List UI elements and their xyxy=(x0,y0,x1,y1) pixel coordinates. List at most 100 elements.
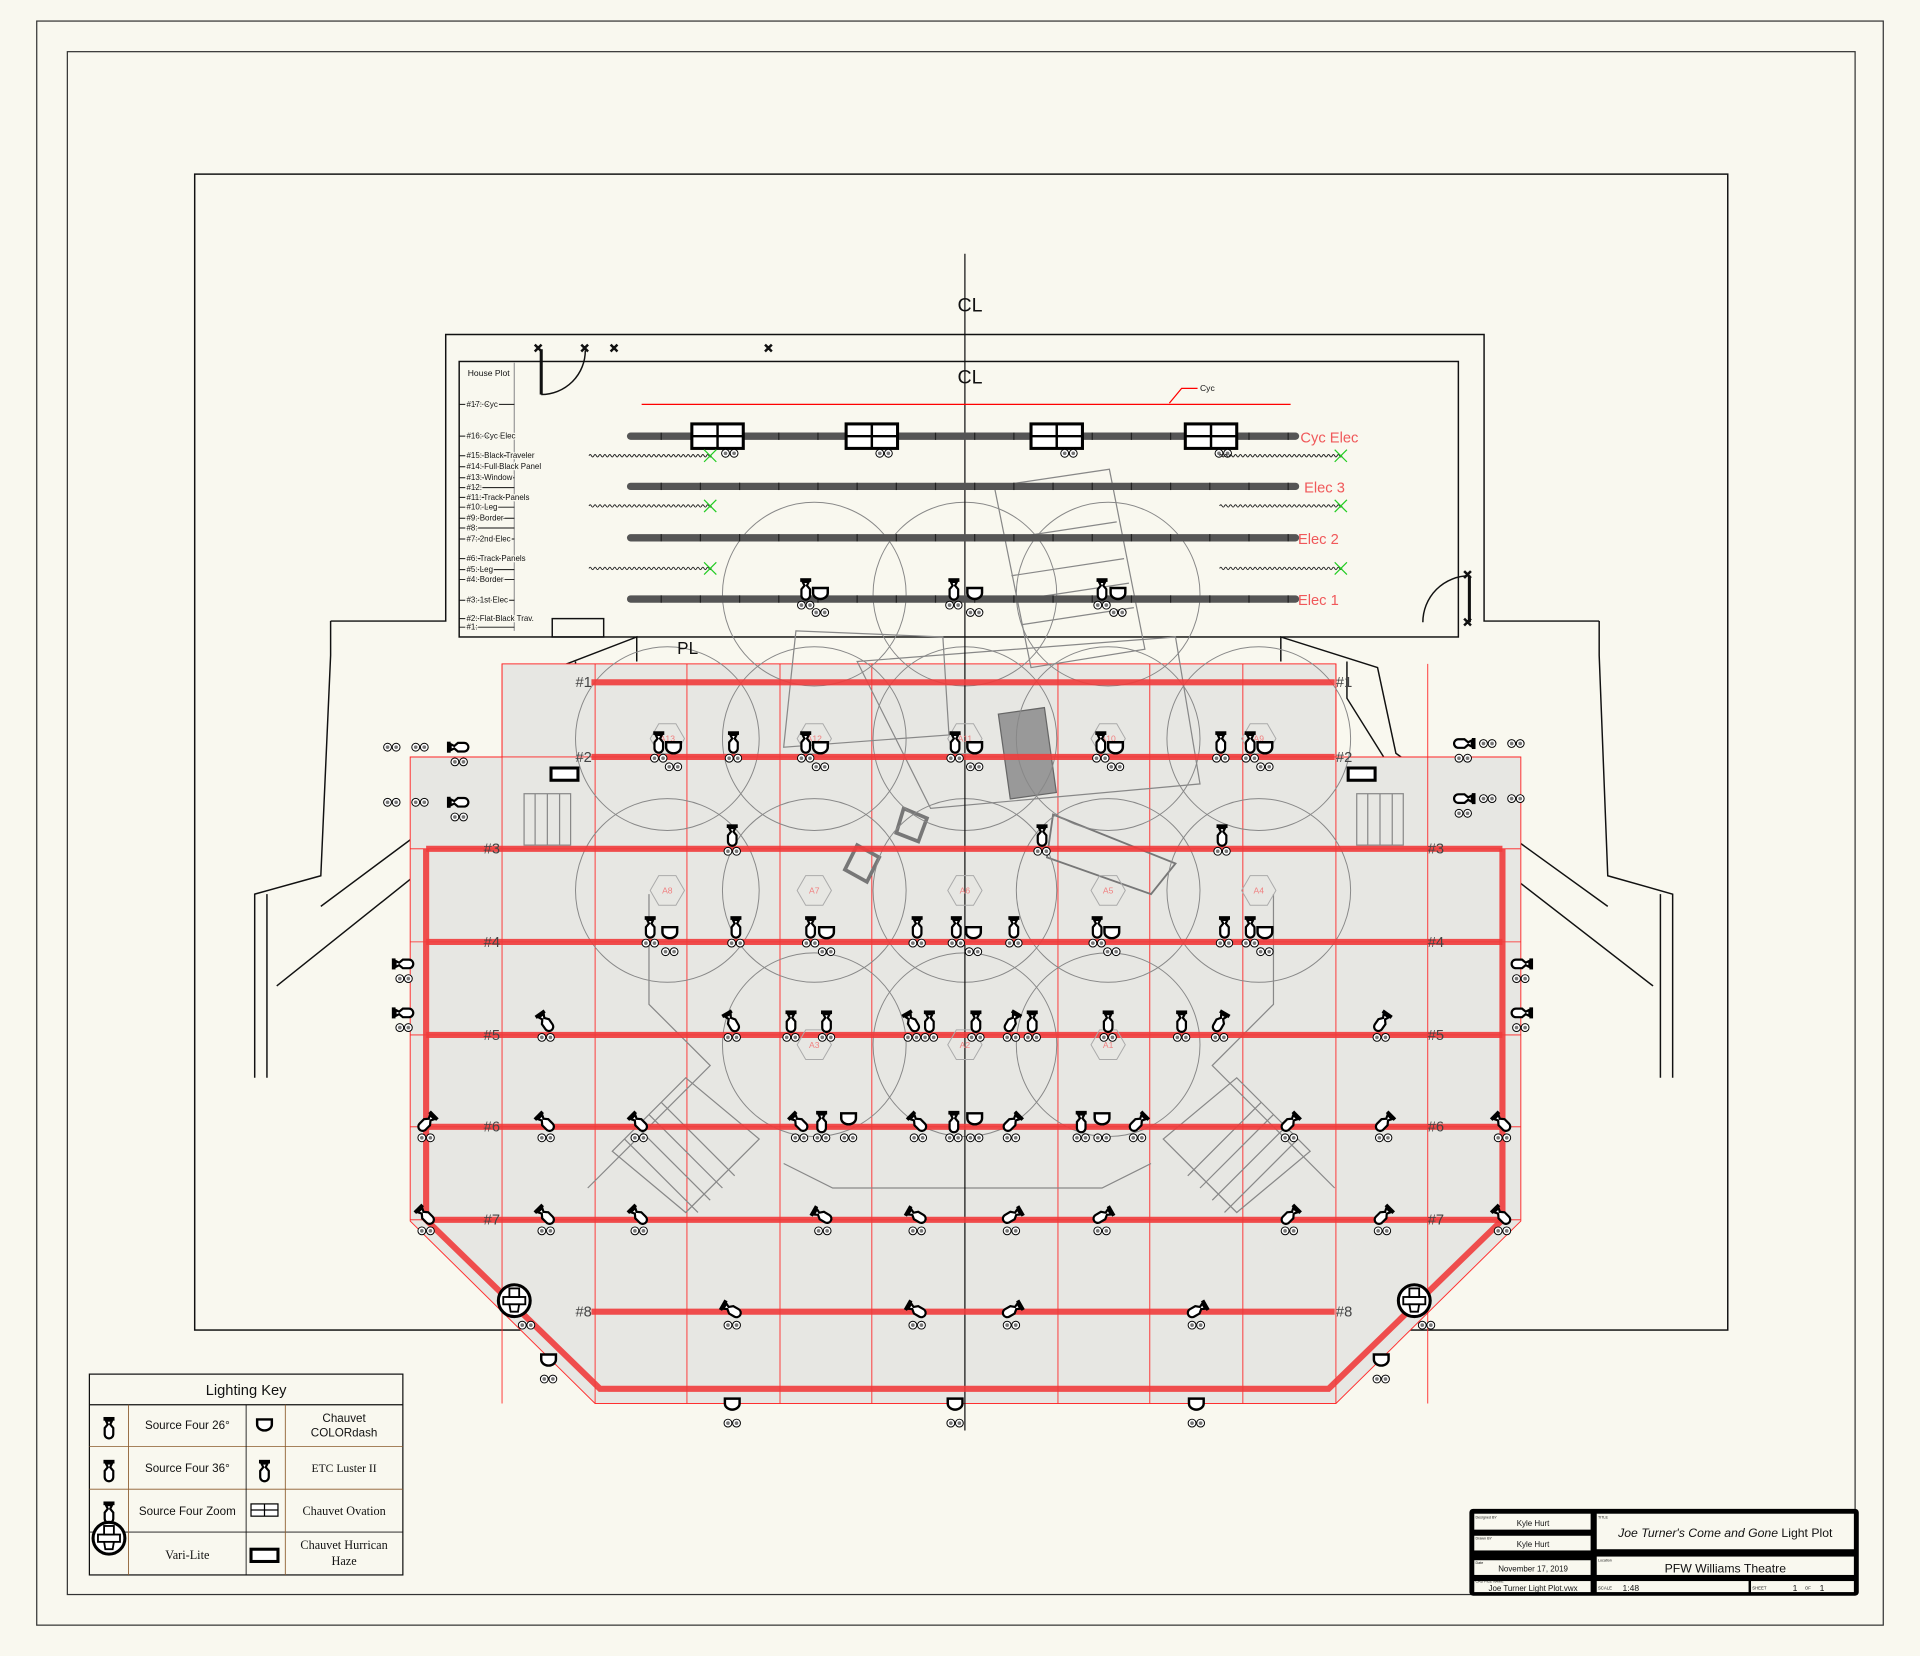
source-four-icon xyxy=(1452,792,1477,806)
source-four-zoom-icon xyxy=(102,1500,116,1524)
plaster-line-label: PL xyxy=(677,638,698,658)
area-label: A9 xyxy=(1254,734,1265,744)
colordash-fixture[interactable] xyxy=(723,1397,742,1428)
colordash-icon xyxy=(1106,741,1125,755)
colordash-icon xyxy=(966,1112,984,1126)
colordash-fixture[interactable] xyxy=(1372,1353,1391,1384)
plot-title-rest: Light Plot xyxy=(1778,1526,1833,1540)
lineset-label: #9: Border xyxy=(467,514,504,523)
source-four-icon xyxy=(1215,823,1229,847)
colordash-fixture[interactable] xyxy=(539,1353,558,1384)
svg-text:×: × xyxy=(1463,567,1472,583)
circuit-tags xyxy=(875,448,893,458)
traveler-curtain xyxy=(1219,454,1343,458)
key-label-haze-2: Haze xyxy=(332,1554,357,1568)
source-four-icon xyxy=(1090,915,1104,939)
lineset-label: #15: Black Traveler xyxy=(467,451,535,460)
house-pipe-label-left: #3 xyxy=(484,842,500,858)
source-four-26-icon xyxy=(102,1415,116,1440)
travelers xyxy=(588,449,1348,575)
circuit-tags xyxy=(1507,738,1525,749)
source-four-fixture[interactable] xyxy=(1093,577,1111,610)
colordash-icon xyxy=(966,741,984,755)
area-hexagon xyxy=(796,875,832,906)
source-four-icon xyxy=(1025,1009,1039,1033)
key-label-colordash-1: Chauvet xyxy=(322,1412,366,1425)
colordash-icon xyxy=(1256,741,1274,755)
colordash-fixture[interactable] xyxy=(946,1397,964,1428)
circuit-tags xyxy=(723,1418,742,1428)
colordash-fixture[interactable] xyxy=(1187,1397,1206,1428)
lineset-label: #2: Flat Black Trav. xyxy=(467,614,534,623)
centerline-label-stage: CL xyxy=(958,367,983,389)
circuit-tags xyxy=(1478,738,1497,749)
key-label-ovation: Chauvet Ovation xyxy=(302,1504,385,1518)
area-label: A11 xyxy=(958,734,973,744)
house-pipe-label-left: #5 xyxy=(484,1028,500,1044)
circuit-tags xyxy=(946,1418,964,1428)
lineset-label: #6: Track Panels xyxy=(467,554,526,563)
haze-machine[interactable] xyxy=(1346,766,1377,782)
source-four-icon xyxy=(652,730,666,754)
vari-lite-icon xyxy=(496,1283,532,1319)
focus-circle xyxy=(1015,501,1201,687)
perimeter-pipe xyxy=(423,848,1506,1392)
lineset-label: #10: Leg xyxy=(467,503,498,512)
of-label: OF xyxy=(1805,1586,1811,1591)
source-four-icon xyxy=(910,915,924,939)
colordash-icon xyxy=(964,925,983,940)
colordash-icon xyxy=(1093,1112,1111,1126)
area-hexagon xyxy=(1090,875,1126,906)
sheet-number: 1 xyxy=(1793,1583,1798,1593)
lineset-label: #11: Track Panels xyxy=(467,493,530,502)
chauvet-ovation-fixture[interactable] xyxy=(690,422,745,450)
scale: 1:48 xyxy=(1622,1583,1639,1593)
focus-circle xyxy=(575,646,760,831)
colordash-icon xyxy=(539,1353,558,1367)
traveler-curtain xyxy=(1219,566,1343,571)
source-four-icon xyxy=(948,730,962,754)
source-four-fixture[interactable] xyxy=(796,577,815,610)
source-four-icon xyxy=(922,1009,936,1033)
svg-text:×: × xyxy=(580,341,589,357)
source-four-icon xyxy=(1243,730,1257,754)
cyc-note: Cyc xyxy=(1200,383,1215,393)
vari-lite-icon xyxy=(91,1520,127,1556)
house-pipe-label-right: #7 xyxy=(1428,1213,1444,1229)
source-four-icon xyxy=(799,577,813,601)
luster-icon xyxy=(257,1458,272,1483)
colordash-icon xyxy=(664,741,683,755)
house-pipe-label-right: #8 xyxy=(1336,1305,1352,1321)
house-pipe-label-left: #6 xyxy=(484,1120,500,1136)
key-label-source-four-36: Source Four 36° xyxy=(145,1462,230,1475)
focus-circle xyxy=(721,646,907,831)
chauvet-ovation-fixture[interactable] xyxy=(1183,422,1239,450)
centerline-label: CL xyxy=(958,294,983,316)
area-hexagon xyxy=(947,875,983,906)
chauvet-ovation-fixture[interactable] xyxy=(1029,422,1084,450)
drawn-by: Kyle Hurt xyxy=(1517,1540,1550,1549)
house-plot-title: House Plot xyxy=(468,368,511,378)
colordash-icon xyxy=(1103,925,1121,940)
area-label: A6 xyxy=(960,886,971,896)
drawn-by-label: Drawn BY xyxy=(1476,1536,1493,1540)
area-label: A5 xyxy=(1103,886,1114,896)
lighting-key: Lighting Key Source Four 26° Chauvet COL… xyxy=(88,1373,404,1576)
lineset-label: #5: Leg xyxy=(467,565,493,574)
source-four-icon xyxy=(445,795,470,809)
source-four-icon xyxy=(725,823,739,847)
haze-machine[interactable] xyxy=(549,766,580,782)
svg-text:×: × xyxy=(1463,615,1472,631)
lineset-label: #14: Full Black Panel xyxy=(467,462,542,471)
source-four-fixture[interactable] xyxy=(945,577,963,610)
chauvet-ovation-fixture[interactable] xyxy=(844,422,900,450)
cad-file-label: CAD FILE NAME xyxy=(1476,1579,1505,1583)
source-four-icon xyxy=(819,1009,834,1033)
source-four-icon xyxy=(729,915,743,939)
lineset-label: #4: Border xyxy=(467,575,504,584)
circuit-tags xyxy=(411,742,429,752)
source-four-icon xyxy=(390,1006,415,1020)
source-four-icon xyxy=(947,1109,961,1134)
source-four-icon xyxy=(643,915,657,939)
